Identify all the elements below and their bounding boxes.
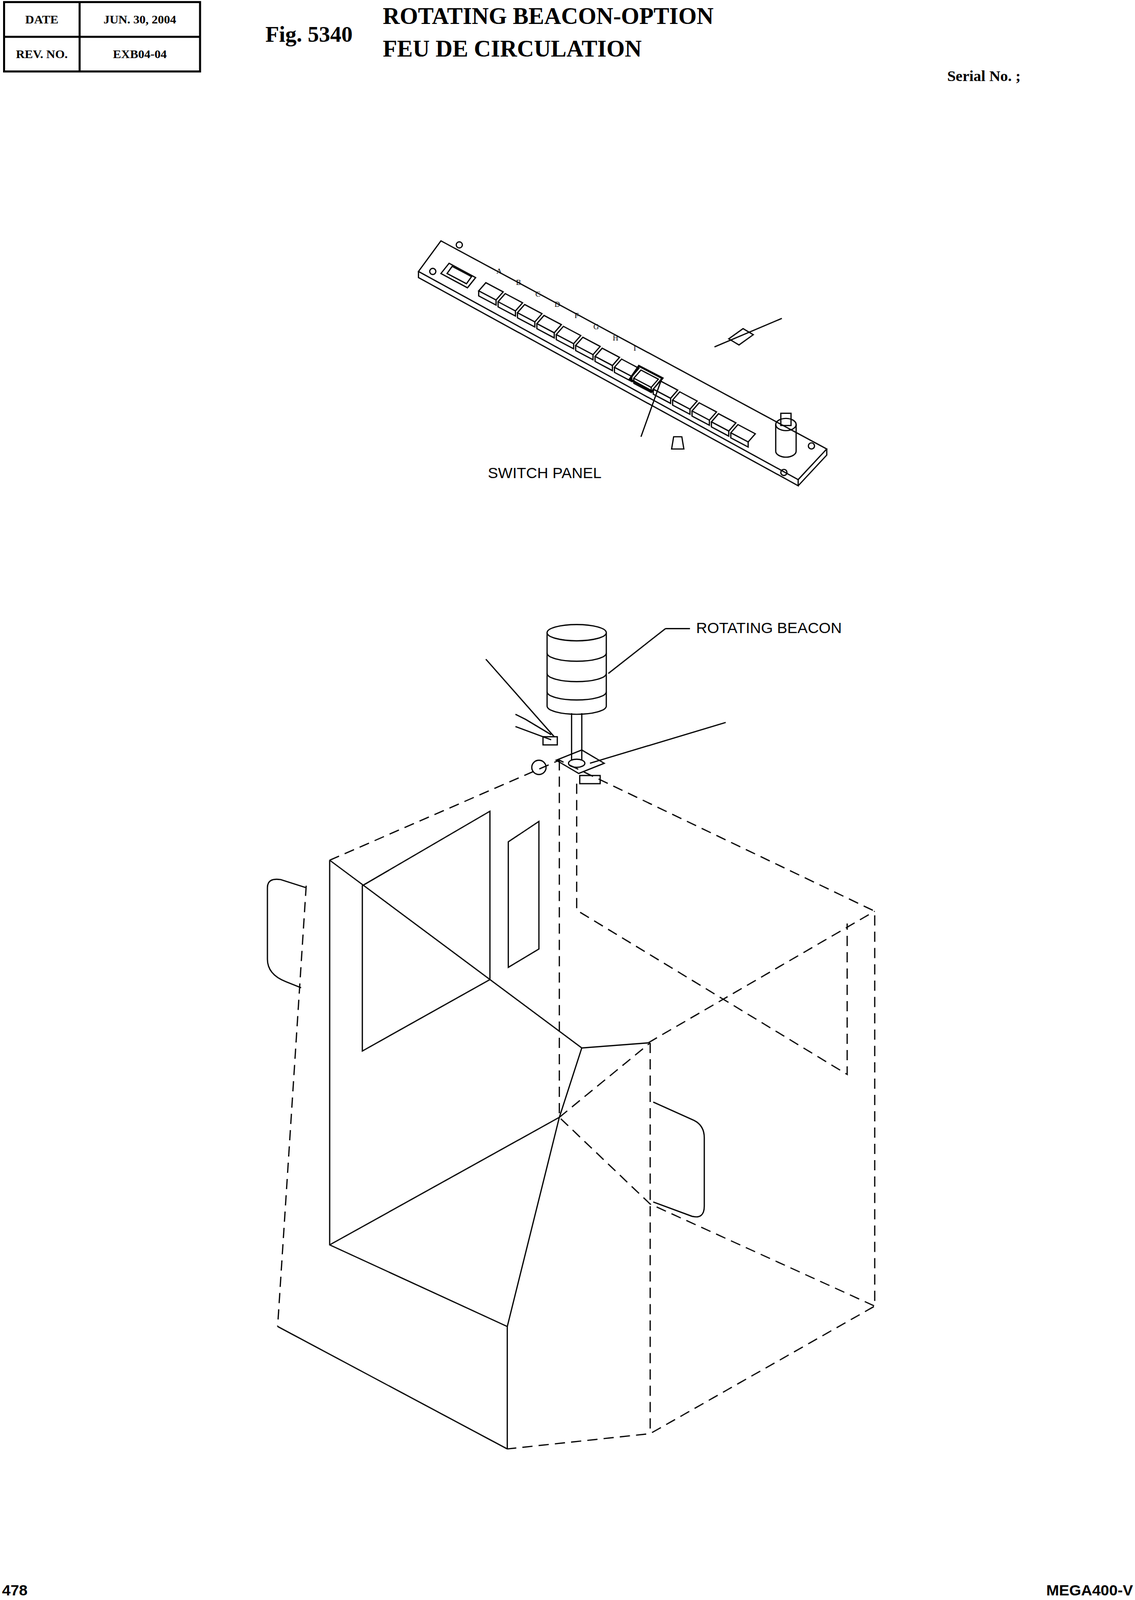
drawing-stroke: [78, 2, 81, 72]
cab-outline: [267, 760, 875, 1450]
drawing-stroke: [653, 1102, 705, 1218]
switch-letter: A: [496, 267, 502, 276]
figure-number: Fig. 5340: [265, 22, 353, 47]
drawing-stroke: [640, 379, 662, 437]
drawing-stroke: [277, 760, 875, 1450]
drawing-stroke: [507, 1048, 582, 1327]
drawing-stroke: [277, 1326, 507, 1450]
drawing-stroke: [478, 291, 497, 306]
drawing-stroke: [665, 628, 690, 630]
drawing-stroke: [559, 760, 875, 1307]
page-number: 478: [2, 1581, 28, 1599]
drawing-stroke: [714, 318, 782, 348]
drawing-stroke: [547, 691, 607, 701]
drawing-stroke: [418, 241, 828, 480]
drawing-stroke: [429, 268, 436, 275]
drawing-stroke: [575, 345, 593, 360]
drawing-stroke: [485, 659, 555, 737]
drawing-stroke: [447, 266, 472, 285]
drawing-stroke: [517, 312, 535, 327]
drawing-stroke: [780, 469, 787, 476]
table-cell: JUN. 30, 2004: [103, 12, 177, 27]
drawing-stroke: [547, 632, 607, 715]
drawing-stroke: [277, 886, 306, 1328]
drawing-stroke: [595, 356, 613, 371]
header-table: [4, 2, 200, 72]
drawing-stroke: [478, 282, 756, 448]
drawing-stroke: [797, 449, 827, 486]
drawing-stroke: [576, 783, 847, 1075]
drawing-stroke: [589, 722, 726, 764]
drawing-stroke: [671, 436, 684, 450]
drawing-stroke: [329, 860, 508, 1450]
drawing-stroke: [547, 673, 607, 682]
drawing-stroke: [547, 624, 607, 641]
drawing-stroke: [498, 301, 516, 317]
drawing-stroke: [329, 760, 875, 1450]
table-cell: DATE: [25, 12, 59, 27]
drawing-stroke: [456, 242, 463, 249]
drawing-stroke: [4, 2, 200, 72]
drawing-stroke: [556, 334, 574, 349]
drawing-stroke: [329, 860, 649, 1049]
switch-panel: [418, 241, 828, 486]
drawing-stroke: [543, 736, 558, 745]
switch-letter: I: [633, 343, 637, 353]
drawing-stroke: [608, 628, 666, 674]
table-cell: REV. NO.: [15, 47, 68, 61]
model-name: MEGA400-V: [1046, 1581, 1133, 1599]
part-name: ROTATING BEACON: [695, 619, 842, 637]
switch-letter: G: [593, 322, 600, 331]
drawing-stroke: [559, 1043, 651, 1118]
drawing-stroke: [441, 263, 476, 289]
drawing-stroke: [691, 410, 710, 426]
serial-note: Serial No. ;: [947, 67, 1021, 85]
switch-letter: D: [554, 299, 561, 309]
subtitle: FEU DE CIRCULATION: [382, 36, 642, 63]
switch-letter: B: [516, 278, 522, 288]
rotating-beacon: [485, 624, 726, 784]
drawing-stroke: [579, 775, 601, 784]
title: ROTATING BEACON-OPTION: [382, 3, 714, 30]
switch-letter: C: [535, 289, 541, 299]
drawing-stroke: [728, 328, 754, 346]
switch-letter: F: [574, 311, 579, 320]
drawing-stroke: [711, 422, 729, 437]
drawing-stroke: [508, 821, 539, 968]
drawing-stroke: [4, 35, 200, 38]
drawing-stroke: [775, 424, 796, 458]
part-name: SWITCH PANEL: [487, 463, 602, 481]
drawing-stroke: [672, 400, 690, 415]
drawing-stroke: [808, 443, 815, 450]
drawing-stroke: [536, 323, 555, 339]
drawing-stroke: [418, 271, 799, 486]
drawing-stroke: [775, 418, 796, 431]
drawing-stroke: [329, 1117, 560, 1246]
drawing-stroke: [362, 811, 490, 1052]
drawing-stroke: [730, 432, 748, 448]
drawing-stroke: [649, 1043, 651, 1435]
drawing-stroke: [780, 413, 791, 426]
switch-letter: H: [612, 333, 619, 343]
table-cell: EXB04-04: [113, 47, 167, 61]
drawing-stroke: [547, 653, 607, 662]
